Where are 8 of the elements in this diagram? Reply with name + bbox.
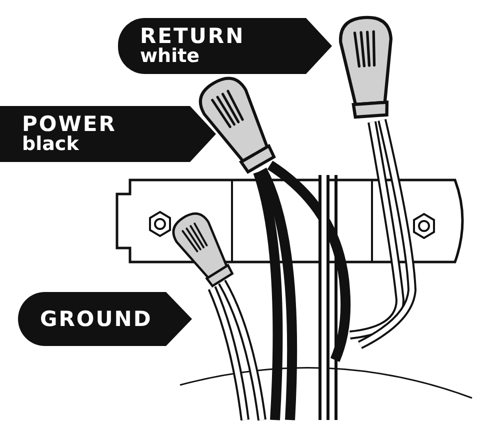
wire-label: POWER — [22, 114, 118, 135]
wire-color-label: black — [22, 135, 80, 154]
wire-label: GROUND — [40, 308, 154, 330]
label-tag — [18, 292, 192, 346]
wire-label: RETURN — [140, 26, 246, 47]
label-tag — [0, 106, 216, 162]
label-tag — [118, 18, 332, 74]
wire-color-label: white — [140, 47, 201, 66]
